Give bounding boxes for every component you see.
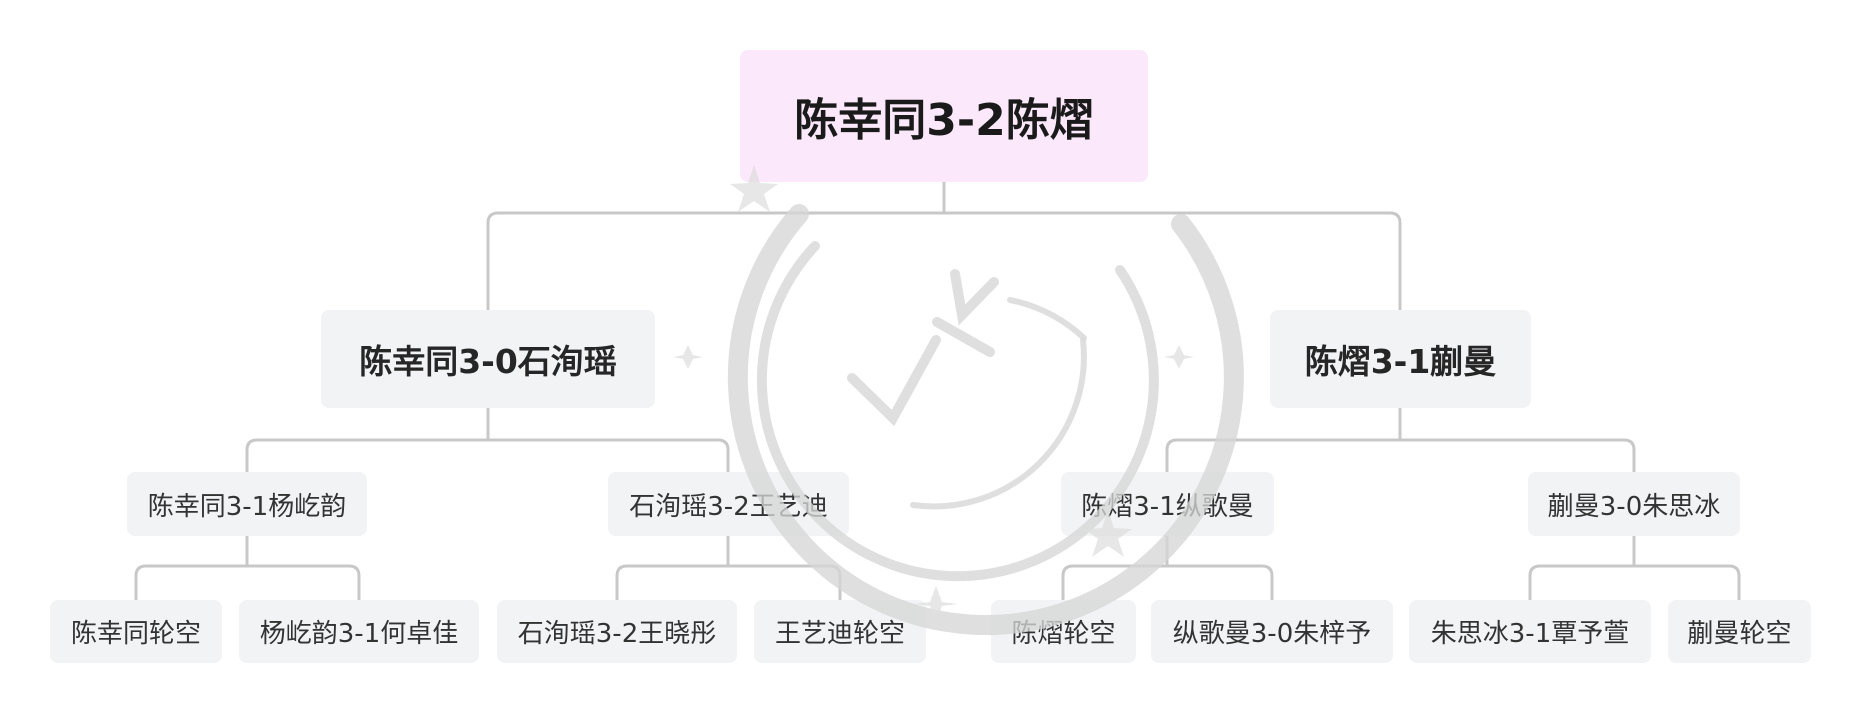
round16-label: 陈幸同轮空: [70, 619, 201, 649]
round16-node-2: 杨屹韵3-1何卓佳: [239, 600, 479, 663]
quarter-label: 陈幸同3-1杨屹韵: [147, 491, 347, 522]
quarter-node-1: 陈幸同3-1杨屹韵: [127, 472, 367, 536]
root-label: 陈幸同3-2陈熠: [794, 95, 1094, 146]
round16-node-4: 王艺迪轮空: [754, 600, 926, 663]
quarter-node-2: 石洵瑶3-2王艺迪: [608, 472, 849, 536]
semi-node-right: 陈熠3-1蒯曼: [1270, 310, 1531, 408]
semi-label: 陈熠3-1蒯曼: [1304, 342, 1497, 381]
quarter-label: 蒯曼3-0朱思冰: [1547, 491, 1721, 522]
semi-label: 陈幸同3-0石洵瑶: [359, 342, 617, 381]
semi-node-left: 陈幸同3-0石洵瑶: [321, 310, 655, 408]
round16-node-7: 朱思冰3-1覃予萱: [1409, 600, 1651, 663]
round16-label: 纵歌曼3-0朱梓予: [1172, 619, 1372, 649]
round16-label: 杨屹韵3-1何卓佳: [259, 619, 459, 649]
round16-node-3: 石洵瑶3-2王晓彤: [497, 600, 737, 663]
root-node: 陈幸同3-2陈熠: [740, 50, 1148, 182]
quarter-node-4: 蒯曼3-0朱思冰: [1528, 472, 1740, 536]
round16-label: 蒯曼轮空: [1687, 619, 1792, 649]
round16-node-8: 蒯曼轮空: [1668, 600, 1811, 663]
round16-label: 石洵瑶3-2王晓彤: [517, 619, 717, 649]
round16-node-1: 陈幸同轮空: [50, 600, 222, 663]
round16-node-6: 纵歌曼3-0朱梓予: [1151, 600, 1393, 663]
round16-label: 朱思冰3-1覃予萱: [1430, 619, 1630, 649]
round16-label: 王艺迪轮空: [774, 619, 905, 649]
